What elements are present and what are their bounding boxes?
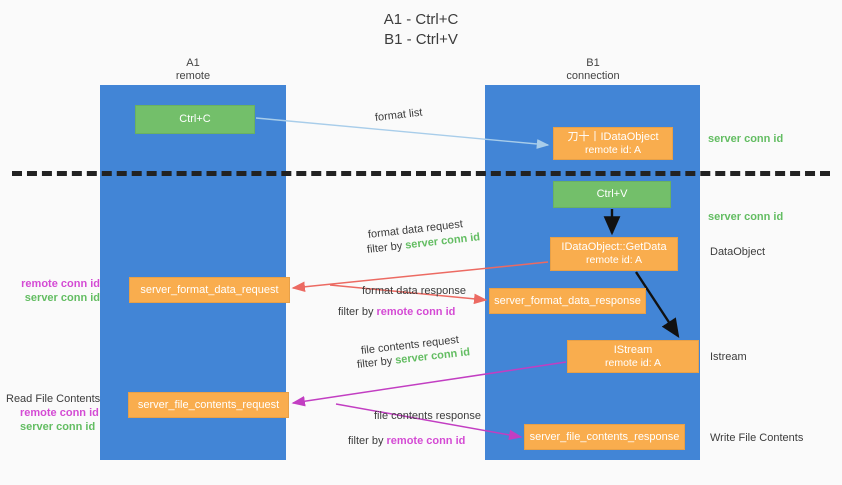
box-ctrl-v[interactable]: Ctrl+V (553, 181, 671, 208)
box-getdata-line1: IDataObject::GetData (561, 241, 667, 253)
lane-header-a1: A1 remote (120, 57, 266, 83)
side-label-write-file-contents: Write File Contents (710, 431, 803, 445)
edge-label-file-contents-response-filter: filter by remote conn id (348, 434, 465, 448)
box-idataobject-line2: remote id: A (584, 143, 642, 156)
box-idataobject-getdata[interactable]: IDataObject::GetData remote id: A (550, 237, 678, 271)
box-getdata-line2: remote id: A (585, 254, 643, 266)
side-label-server-conn-id-top: server conn id (708, 132, 783, 146)
filter-key-remote-conn-id: remote conn id (376, 306, 456, 318)
filter-key-remote-conn-id: remote conn id (386, 435, 466, 447)
box-server-format-data-request-label: server_format_data_request (140, 283, 279, 296)
side-label-read-file-contents: Read File Contents (6, 393, 101, 405)
side-label-read-file-contents-group: Read File Contents remote conn id server… (6, 392, 106, 434)
lane-a1-name: A1 (186, 57, 200, 69)
side-label-server-conn-id-upper: server conn id (24, 292, 100, 304)
box-idataobject-line1: ⼑⼗丨IDataObject (567, 130, 659, 143)
box-istream[interactable]: IStream remote id: A (567, 340, 699, 373)
title-line-2: B1 - Ctrl+V (384, 31, 458, 48)
filter-prefix: filter by (356, 354, 396, 371)
side-label-server-conn-id-mid-text: server conn id (708, 211, 784, 223)
edge-label-format-list: format list (374, 106, 423, 125)
side-label-write-file-contents-text: Write File Contents (710, 432, 804, 444)
box-istream-line2: remote id: A (604, 356, 662, 369)
filter-prefix: filter by (348, 435, 387, 447)
box-server-file-contents-response[interactable]: server_file_contents_response (524, 424, 685, 450)
box-server-format-data-response-label: server_format_data_response (494, 294, 641, 307)
box-server-file-contents-request-label: server_file_contents_request (137, 398, 280, 411)
lane-header-b1: B1 connection (510, 57, 676, 83)
edge-label-file-contents-response: file contents response (374, 409, 481, 423)
filter-prefix: filter by (366, 239, 406, 256)
side-label-server-conn-id-mid: server conn id (708, 210, 783, 224)
phase-divider (12, 171, 830, 176)
lane-a1-subtitle: remote (175, 70, 211, 82)
side-label-remote-conn-id-upper: remote conn id (21, 278, 100, 290)
lane-b1-subtitle: connection (566, 70, 620, 82)
lane-b1-name: B1 (586, 57, 600, 69)
box-ctrl-c-label: Ctrl+C (179, 113, 211, 125)
filter-prefix: filter by (338, 306, 377, 318)
side-label-conn-ids-upper: remote conn id server conn id (10, 277, 100, 305)
side-label-dataobject: DataObject (710, 245, 765, 259)
box-ctrl-v-label: Ctrl+V (596, 188, 628, 200)
edge-label-format-data-response-text: format data response (362, 285, 466, 297)
side-label-istream: Istream (710, 350, 747, 364)
title-line-1: A1 - Ctrl+C (383, 11, 459, 28)
box-server-format-data-request[interactable]: server_format_data_request (129, 277, 290, 303)
side-label-server-conn-id-lower: server conn id (20, 421, 96, 433)
edge-label-format-list-text: format list (374, 106, 424, 124)
edge-label-file-contents-response-text: file contents response (374, 410, 482, 422)
box-server-format-data-response[interactable]: server_format_data_response (489, 288, 646, 314)
box-istream-line1: IStream (613, 343, 653, 356)
edge-label-format-data-response-filter: filter by remote conn id (338, 305, 455, 319)
page-title: A1 - Ctrl+C B1 - Ctrl+V (0, 10, 842, 50)
box-server-file-contents-response-label: server_file_contents_response (529, 430, 680, 443)
box-server-file-contents-request[interactable]: server_file_contents_request (128, 392, 289, 418)
side-label-remote-conn-id-lower: remote conn id (20, 407, 99, 419)
side-label-server-conn-id-top-text: server conn id (708, 133, 784, 145)
edge-label-format-data-response: format data response (362, 284, 466, 298)
box-idataobject[interactable]: ⼑⼗丨IDataObject remote id: A (553, 127, 673, 160)
box-ctrl-c[interactable]: Ctrl+C (135, 105, 255, 134)
side-label-dataobject-text: DataObject (710, 246, 766, 258)
side-label-istream-text: Istream (710, 351, 747, 363)
